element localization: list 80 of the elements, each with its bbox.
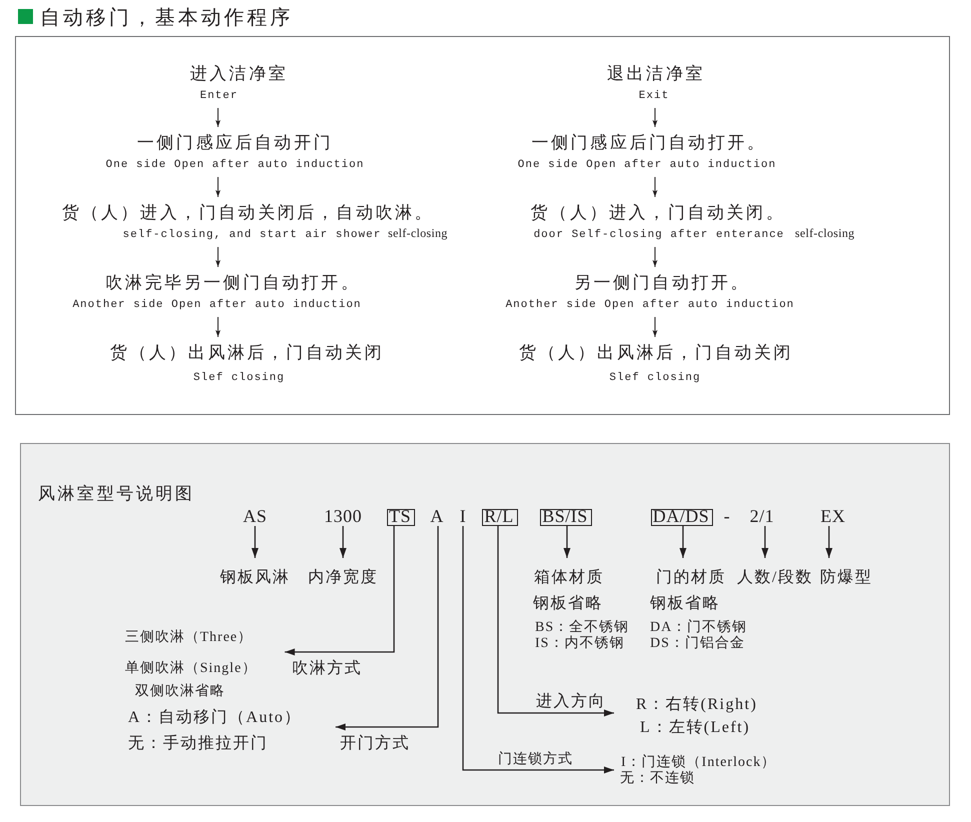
code-box: TS — [386, 508, 415, 526]
arrow — [252, 526, 258, 558]
step-text: 货（人）出风淋后，门自动关闭 — [110, 342, 384, 364]
option-text: 三侧吹淋（Three） — [125, 630, 253, 646]
step-text: 货（人）出风淋后，门自动关闭 — [518, 342, 794, 364]
step-translation: Enter — [200, 89, 238, 103]
title: 自动移门，基本动作程序 — [40, 5, 293, 29]
model-code: A — [430, 506, 444, 526]
code-separator: - — [724, 506, 730, 526]
arrow — [826, 526, 832, 558]
arrow — [652, 316, 658, 338]
step-translation: door Self-closing after enterance — [534, 228, 784, 242]
arrow — [564, 526, 570, 558]
option-text: A：自动移门（Auto） — [128, 708, 302, 728]
arrow — [652, 246, 658, 268]
step-text: 退出洁净室 — [607, 63, 705, 85]
arrow — [462, 526, 614, 774]
step-translation: Another side Open after auto induction — [506, 298, 794, 312]
option-note: 双侧吹淋省略 — [135, 684, 225, 700]
side-note: self-closing — [388, 226, 448, 240]
step-text: 货（人）进入，门自动关闭后，自动吹淋。 — [62, 202, 434, 224]
option-note: 钢板省略 — [533, 594, 603, 614]
arrow — [340, 526, 346, 558]
step-text: 货（人）进入，门自动关闭。 — [530, 202, 786, 224]
arrow — [680, 526, 686, 558]
step-text: 进入洁净室 — [190, 63, 288, 85]
code-meaning: 防爆型 — [820, 568, 872, 588]
arrow — [652, 108, 658, 128]
model-code: 2/1 — [750, 506, 774, 526]
edge-label: 进入方向 — [536, 692, 606, 712]
panel — [20, 443, 950, 806]
step-text: 吹淋完毕另一侧门自动打开。 — [106, 272, 360, 294]
code-meaning: 内净宽度 — [308, 568, 378, 588]
step-text: 另一侧门自动打开。 — [574, 272, 750, 294]
step-translation: One side Open after auto induction — [518, 158, 776, 172]
step-translation: self-closing, and start air shower — [122, 228, 382, 242]
edge-label: 吹淋方式 — [292, 659, 362, 679]
step-translation: One side Open after auto induction — [106, 158, 364, 172]
arrow — [216, 108, 220, 128]
panel — [15, 36, 950, 415]
step-translation: Slef closing — [193, 371, 285, 385]
arrow — [216, 246, 220, 268]
code-box: DA/DS — [650, 508, 714, 526]
code-box: BS/IS — [540, 508, 592, 526]
option-text: DS：门铝合金 — [650, 636, 745, 652]
model-code: 1300 — [324, 506, 362, 526]
arrow — [284, 526, 395, 656]
option-text: BS：全不锈钢 — [535, 620, 630, 636]
edge-label: 开门方式 — [340, 734, 410, 754]
arrow — [497, 526, 614, 716]
model-code: AS — [242, 506, 267, 526]
code-meaning: 箱体材质 — [534, 568, 604, 588]
code-meaning: 钢板风淋 — [220, 568, 290, 588]
arrow — [216, 316, 220, 338]
option-text: IS：内不锈钢 — [535, 636, 624, 652]
step-translation: Another side Open after auto induction — [72, 298, 362, 312]
arrow — [762, 526, 768, 558]
code-meaning: 人数/段数 — [737, 568, 813, 588]
side-note: self-closing — [795, 226, 855, 240]
arrow — [216, 176, 220, 198]
edge-label: 门连锁方式 — [498, 752, 573, 768]
option-text: DA：门不锈钢 — [650, 620, 748, 635]
option-note: 钢板省略 — [650, 594, 720, 614]
model-code: I — [460, 506, 466, 526]
code-meaning: 门的材质 — [656, 568, 726, 588]
model-code: EX — [820, 506, 846, 526]
option-text: 无：手动推拉开门 — [128, 734, 268, 754]
option-text: R：右转(Right) — [636, 695, 758, 715]
panel-heading: 风淋室型号说明图 — [38, 484, 195, 504]
option-text: 无：不连锁 — [620, 771, 695, 787]
step-text: 一侧门感应后门自动打开。 — [531, 132, 767, 154]
arrow — [652, 176, 658, 198]
option-text: L：左转(Left) — [640, 718, 750, 738]
code-box: R/L — [482, 508, 518, 526]
step-translation: Slef closing — [609, 371, 701, 385]
option-text: I：门连锁（Interlock） — [621, 755, 776, 770]
step-translation: Exit — [638, 89, 670, 103]
step-text: 一侧门感应后自动开门 — [137, 132, 333, 154]
option-text: 单侧吹淋（Single） — [125, 661, 257, 677]
arrow — [336, 526, 439, 730]
